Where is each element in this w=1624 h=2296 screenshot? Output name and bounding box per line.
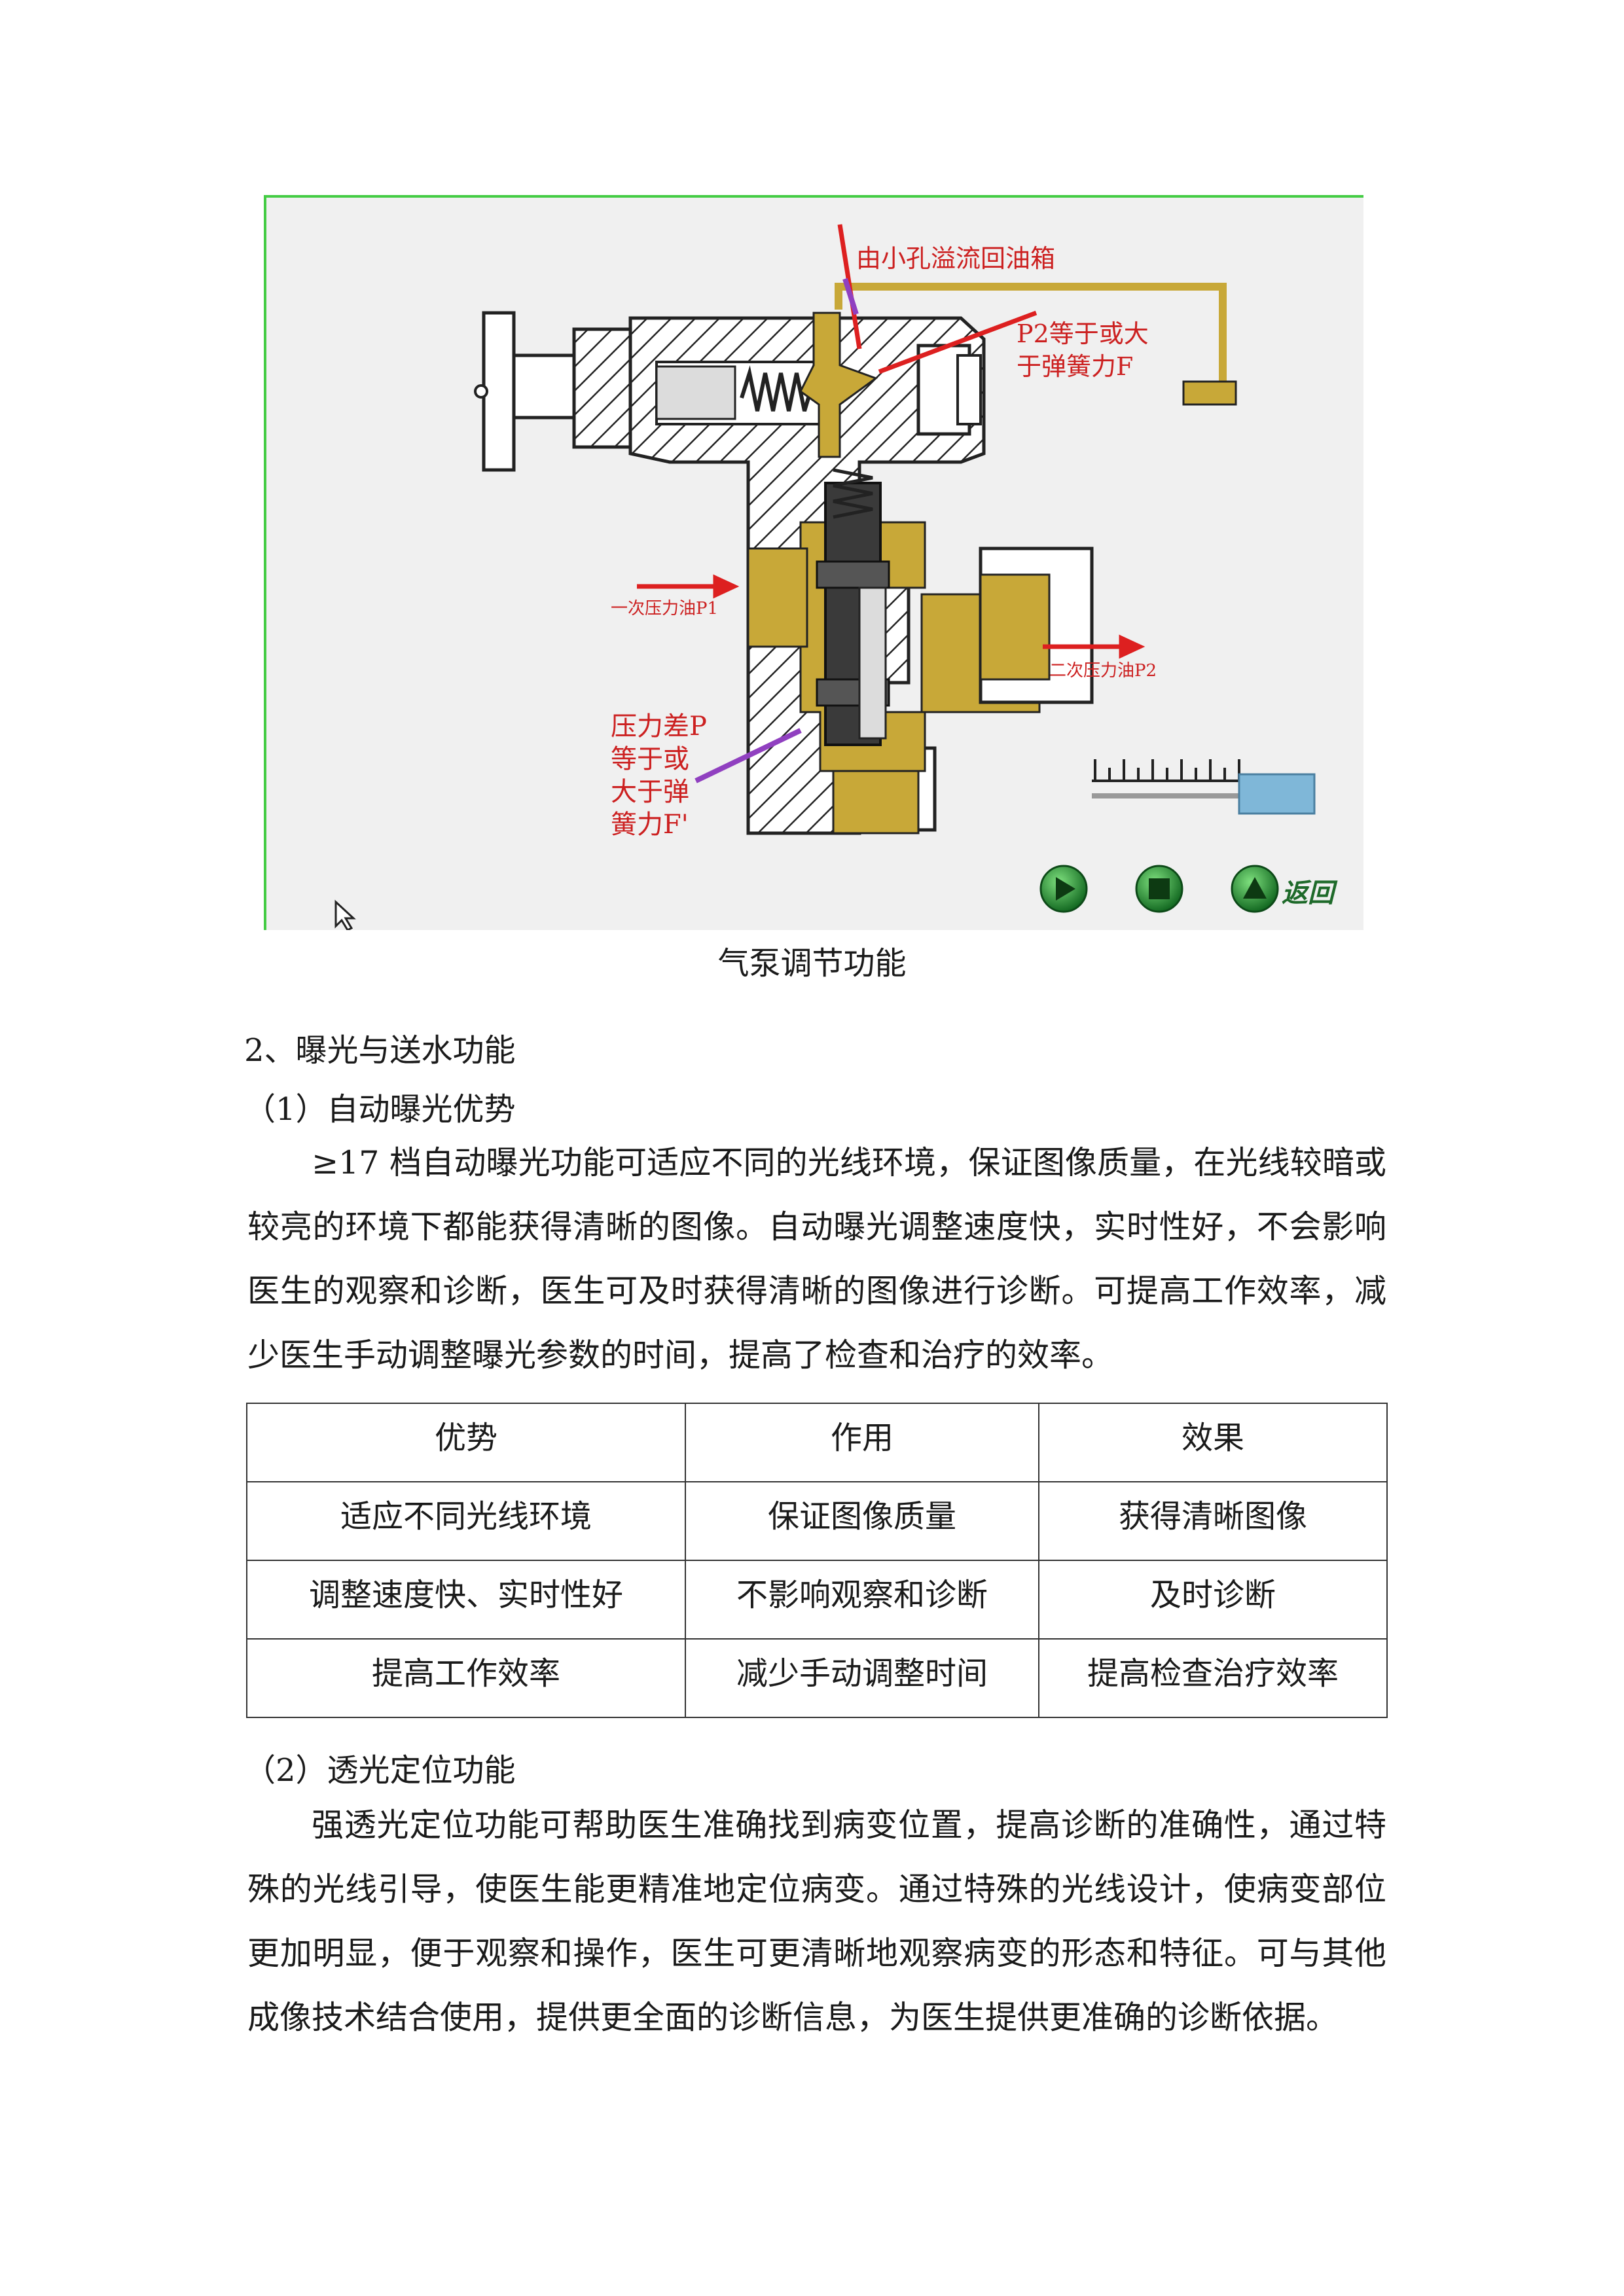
pressure-valve-figure: 由小孔溢流回油箱 P2等于或大 于弹簧力F 一次压力油P1 二次压力油P2 压力… [264,195,1363,930]
diff-label-line1: 压力差P [611,711,707,742]
up-button[interactable] [1231,865,1279,913]
secondary-oil-label: 二次压力油P2 [1049,661,1157,681]
play-icon [1056,877,1075,901]
play-button[interactable] [1039,865,1088,913]
table-header-cell: 优势 [246,1403,686,1482]
control-buttons: 返回 [1039,865,1338,913]
diff-label-line2: 等于或 [611,744,689,774]
table-cell: 提高工作效率 [246,1638,686,1718]
return-button[interactable]: 返回 [1282,878,1338,908]
stop-button[interactable] [1135,865,1183,913]
diff-label-line3: 大于弹 [611,777,689,807]
overflow-line [835,283,1237,406]
table-cell: 减少手动调整时间 [685,1638,1039,1718]
p2-label-line2: 于弹簧力F [1017,352,1133,381]
diff-label-line4: 簧力F' [611,810,689,840]
table-header-cell: 效果 [1038,1403,1388,1482]
primary-oil-label: 一次压力油P1 [611,599,718,619]
table-cell: 保证图像质量 [685,1481,1039,1561]
table-cell: 调整速度快、实时性好 [246,1560,686,1640]
overflow-label: 由小孔溢流回油箱 [856,244,1055,273]
transillumination-paragraph: 强透光定位功能可帮助医生准确找到病变位置，提高诊断的准确性，通过特殊的光线引导，… [247,1806,1386,2036]
figure-labels: 由小孔溢流回油箱 P2等于或大 于弹簧力F 一次压力油P1 二次压力油P2 压力… [611,244,1157,840]
table-row: 适应不同光线环境 保证图像质量 获得清晰图像 [246,1481,1388,1561]
table-cell: 适应不同光线环境 [246,1481,686,1561]
table-header-row: 优势 作用 效果 [246,1403,1388,1482]
table-cell: 不影响观察和诊断 [685,1560,1039,1640]
cursor-icon [334,899,356,930]
table-header-cell: 作用 [685,1403,1039,1482]
up-icon [1243,877,1267,899]
pressure-scale[interactable] [1092,759,1316,815]
main-spool [816,482,890,746]
section-heading: 2、曝光与送水功能 [244,1032,516,1069]
table-cell: 提高检查治疗效率 [1038,1638,1388,1718]
subsection-heading-transillumination: （2）透光定位功能 [244,1752,516,1789]
subsection-heading-auto-exposure: （1）自动曝光优势 [244,1091,516,1128]
pointer-lines [695,278,859,783]
stop-icon [1149,878,1170,899]
table-row: 提高工作效率 减少手动调整时间 提高检查治疗效率 [246,1638,1388,1718]
table-cell: 及时诊断 [1038,1560,1388,1640]
table-row: 调整速度快、实时性好 不影响观察和诊断 及时诊断 [246,1560,1388,1640]
auto-exposure-paragraph: ≥17 档自动曝光功能可适应不同的光线环境，保证图像质量，在光线较暗或较亮的环境… [247,1144,1386,1374]
scale-slider-handle[interactable] [1238,773,1316,815]
advantage-table: 优势 作用 效果 适应不同光线环境 保证图像质量 获得清晰图像 调整速度快、实时… [246,1403,1388,1718]
hand-wheel [474,311,576,472]
table-cell: 获得清晰图像 [1038,1481,1388,1561]
figure-caption: 气泵调节功能 [717,945,907,982]
lower-spring [833,468,873,519]
p2-label-line1: P2等于或大 [1017,319,1149,348]
